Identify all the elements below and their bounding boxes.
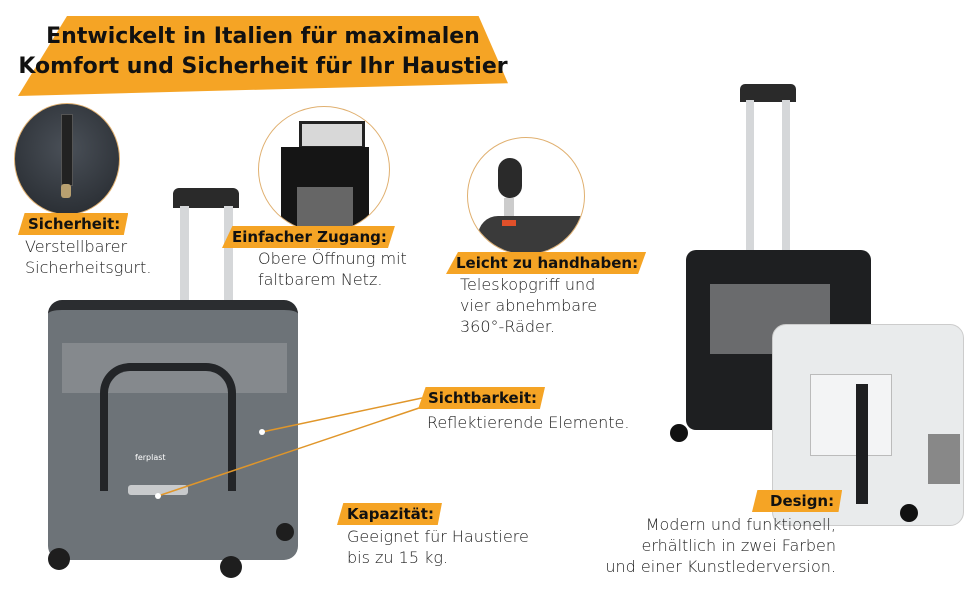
design-description: Modern und funktionell, erhältlich in zw…: [605, 514, 836, 577]
pointer-line-visibility-1: [261, 397, 423, 433]
visibility-description: Reflektierende Elemente.: [427, 413, 630, 432]
access-line-1: Obere Öffnung mit: [258, 249, 407, 268]
handling-line-1: Teleskopgriff und: [460, 275, 596, 294]
wheel-detail-image: [467, 137, 585, 255]
capacity-description: Geeignet für Haustiere bis zu 15 kg.: [347, 526, 529, 568]
pointer-line-visibility-2: [157, 406, 423, 497]
capacity-title: Kapazität:: [337, 503, 442, 525]
access-title: Einfacher Zugang:: [222, 226, 395, 248]
headline-line-2: Komfort und Sicherheit für Ihr Haustier: [18, 54, 508, 79]
access-line-2: faltbarem Netz.: [258, 270, 383, 289]
pointer-dot: [155, 493, 161, 499]
access-description: Obere Öffnung mit faltbarem Netz.: [258, 248, 407, 290]
safety-description: Verstellbarer Sicherheitsgurt.: [25, 236, 151, 278]
design-line-1: Modern und funktionell,: [645, 515, 836, 534]
safety-title: Sicherheit:: [18, 213, 129, 235]
design-line-3: und einer Kunstlederversion.: [605, 557, 836, 576]
capacity-line-2: bis zu 15 kg.: [347, 548, 449, 567]
visibility-title: Sichtbarkeit:: [418, 387, 545, 409]
handling-description: Teleskopgriff und vier abnehmbare 360°-R…: [460, 274, 597, 337]
safety-strap-detail-image: [14, 103, 120, 215]
safety-line-1: Verstellbarer: [25, 237, 128, 256]
brand-logo: ferplast: [135, 453, 166, 462]
headline: Entwickelt in Italien für maximalen Komf…: [18, 22, 508, 82]
headline-line-1: Entwickelt in Italien für maximalen: [46, 24, 480, 49]
handling-title: Leicht zu handhaben:: [446, 252, 647, 274]
black-and-white-pet-trolleys-image: [660, 84, 970, 534]
capacity-line-1: Geeignet für Haustiere: [347, 527, 529, 546]
handling-line-3: 360°-Räder.: [460, 317, 556, 336]
design-title: Design:: [752, 490, 843, 512]
pointer-dot: [259, 429, 265, 435]
top-opening-detail-image: [258, 106, 390, 233]
handling-line-2: vier abnehmbare: [460, 296, 598, 315]
header-banner: [18, 16, 508, 96]
design-line-2: erhältlich in zwei Farben: [641, 536, 836, 555]
safety-line-2: Sicherheitsgurt.: [25, 258, 152, 277]
grey-pet-trolley-image: ferplast: [40, 188, 310, 578]
